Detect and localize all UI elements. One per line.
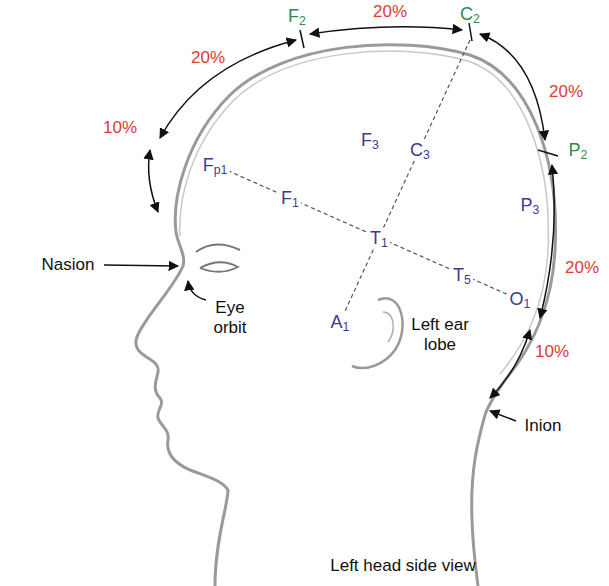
electrode-label: O1: [508, 289, 533, 310]
electrode-subscript: 1: [343, 320, 350, 334]
electrode-letter: C: [410, 140, 423, 160]
electrode-label: P2: [569, 140, 588, 161]
electrode-subscript: 5: [464, 273, 471, 287]
measure-arc: [149, 150, 158, 212]
electrode-label: T5: [451, 265, 473, 286]
electrode-subscript: p1: [214, 163, 228, 177]
electrode-letter: O: [510, 289, 524, 309]
electrode-label: T1: [368, 228, 390, 249]
electrode-letter: P: [521, 195, 533, 215]
head-outline: [136, 45, 556, 586]
ear: [352, 298, 403, 368]
landmark-label: Nasion: [42, 255, 95, 275]
electrode-subscript: 1: [292, 196, 299, 210]
tick-mark: [538, 150, 558, 156]
landmark-label: Inion: [525, 416, 562, 436]
electrode-letter: F: [288, 6, 299, 26]
dashed-line: [215, 165, 520, 300]
leader-arrow: [104, 265, 178, 266]
percent-label: 20%: [191, 48, 225, 68]
landmark-label: Eye orbit: [206, 298, 254, 337]
electrode-subscript: 2: [299, 14, 306, 28]
electrode-label: P3: [521, 195, 540, 216]
electrode-subscript: 1: [524, 297, 531, 311]
tick-mark: [300, 30, 304, 48]
measure-arc: [540, 165, 554, 318]
percent-label: 20%: [373, 2, 407, 22]
percent-label: 20%: [549, 82, 583, 102]
electrode-subscript: 2: [473, 12, 480, 26]
electrode-letter: A: [331, 312, 343, 332]
electrode-subscript: 2: [581, 148, 588, 162]
measure-arc: [480, 34, 545, 140]
measure-arc: [490, 330, 530, 398]
ear-inner: [383, 312, 393, 342]
electrode-letter: C: [460, 4, 473, 24]
landmark-label: Left ear lobe: [407, 315, 473, 354]
electrode-subscript: 1: [381, 236, 388, 250]
electrode-letter: T: [370, 228, 381, 248]
electrode-subscript: 3: [533, 203, 540, 217]
electrode-letter: P: [569, 140, 581, 160]
percent-label: 10%: [535, 342, 569, 362]
tick-mark: [469, 23, 472, 41]
electrode-letter: F: [203, 155, 214, 175]
head-outline-inner: [180, 51, 549, 374]
electrode-label: C2: [460, 4, 480, 25]
electrode-label: F1: [279, 188, 301, 209]
electrode-label: C3: [408, 140, 432, 161]
eye: [200, 262, 238, 272]
electrode-label: F2: [288, 6, 306, 27]
electrode-letter: F: [281, 188, 292, 208]
measure-arc: [160, 40, 296, 138]
electrode-label: A1: [329, 312, 352, 333]
electrode-letter: T: [453, 265, 464, 285]
percent-label: 10%: [103, 118, 137, 138]
electrode-letter: F: [361, 130, 372, 150]
electrode-subscript: 3: [372, 138, 379, 152]
leader-arrow: [188, 281, 206, 300]
leader-arrow: [490, 411, 516, 421]
eyebrow: [196, 244, 240, 252]
electrode-label: F3: [361, 130, 379, 151]
percent-label: 20%: [565, 258, 599, 278]
measure-arc: [310, 27, 462, 34]
electrode-label: Fp1: [201, 155, 230, 176]
caption: Left head side view: [330, 556, 476, 576]
electrode-subscript: 3: [423, 148, 430, 162]
